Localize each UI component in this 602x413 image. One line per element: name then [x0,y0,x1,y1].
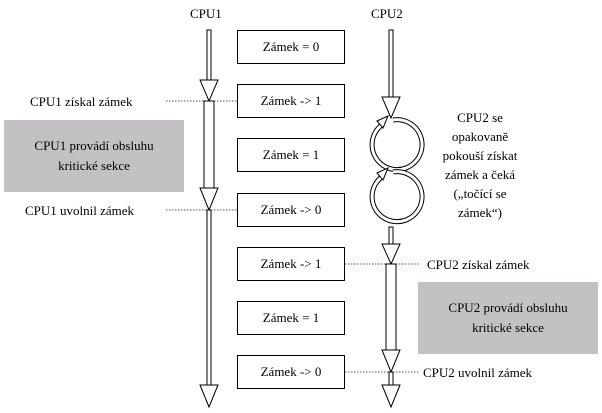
cpu2-column-label: CPU2 [371,6,403,21]
cpu2-spin-loop-bottom [369,167,425,225]
cpu1-released-label: CPU1 uvolnil zámek [25,203,135,218]
spin-note-line: pokouší získat [442,148,518,163]
cpu2-critical-line-1: CPU2 provádí obsluhu [448,300,568,315]
cpu2-critical-arrow [381,263,401,374]
cpu2-exit-spin-arrow [381,226,401,266]
cpu2-critical-section: CPU2 provádí obsluhu kritické sekce [418,282,598,354]
lock-state-box: Zámek = 1 [237,138,345,172]
cpu2-acquired-label: CPU2 získal zámek [427,257,530,272]
cpu1-column-label: CPU1 [190,6,222,21]
spin-note-line: opakovaně [451,129,509,144]
lock-state-box: Zámek -> 0 [237,355,345,389]
cpu2-critical-line-2: kritické sekce [472,320,544,335]
cpu2-continue-arrow [381,371,401,409]
cpu2-spin-loop-top [369,115,425,173]
lock-state-box: Zámek -> 1 [237,84,345,118]
cpu1-approach-arrow [199,29,219,103]
cpu1-critical-section: CPU1 provádí obsluhu kritické sekce [4,120,184,192]
cpu2-released-label: CPU2 uvolnil zámek [423,365,533,380]
lock-state-box: Zámek -> 0 [237,193,345,227]
spin-note-line: zámek a čeká [444,167,515,182]
cpu2-approach-arrow [381,29,401,120]
lock-state-box: Zámek = 0 [237,30,345,64]
lock-state-box: Zámek = 1 [237,301,345,335]
cpu1-critical-line-1: CPU1 provádí obsluhu [34,138,154,153]
lock-state-box: Zámek -> 1 [237,247,345,281]
cpu1-continue-arrow [199,209,219,409]
spin-note-line: („točící se [453,186,507,201]
cpu2-spin-note: CPU2 se opakovaně pokouší získat zámek a… [430,108,530,222]
cpu1-acquired-label: CPU1 získal zámek [30,94,133,109]
cpu1-critical-line-2: kritické sekce [58,158,130,173]
spin-note-line: CPU2 se [457,110,503,125]
cpu1-critical-arrow [199,100,219,212]
spin-note-line: zámek“) [457,205,503,220]
